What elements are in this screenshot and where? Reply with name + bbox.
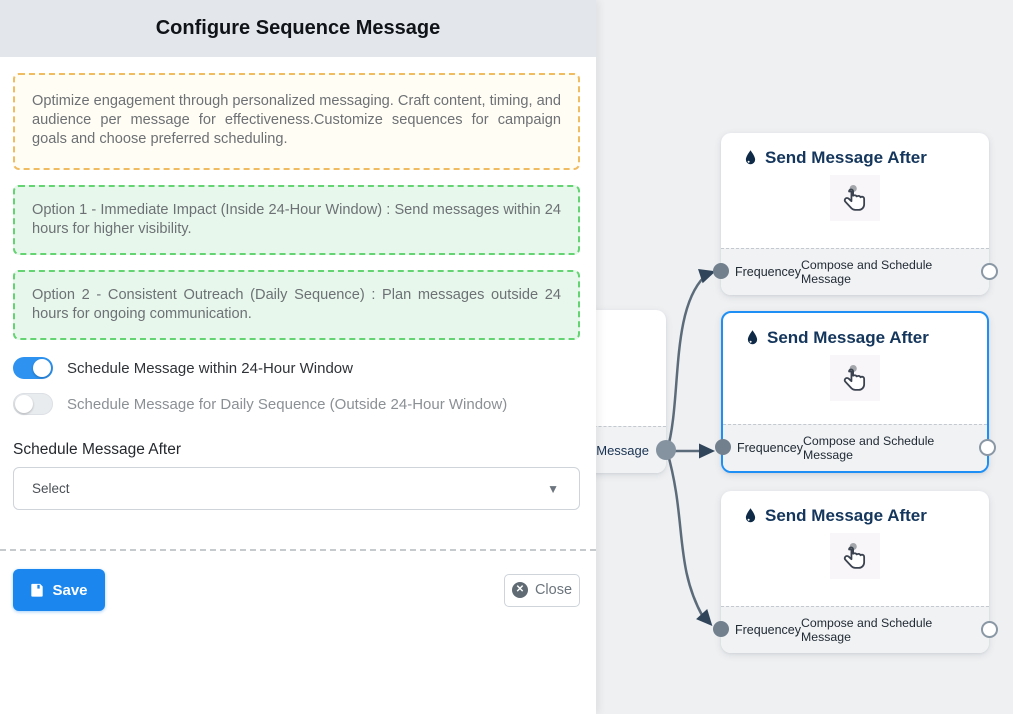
node-title-row: Send Message After: [723, 313, 987, 348]
node-output-handle[interactable]: [979, 439, 996, 456]
node-title-row: Send Message After: [721, 491, 989, 526]
edge-to-node-3: [665, 450, 705, 618]
toggle-daily-sequence-label: Schedule Message for Daily Sequence (Out…: [67, 395, 508, 413]
frequency-action[interactable]: Frequencey: [737, 441, 804, 455]
drop-icon: [745, 329, 760, 347]
caret-down-icon: ▼: [547, 481, 559, 496]
panel-title: Configure Sequence Message: [155, 17, 441, 39]
frequency-action[interactable]: Frequencey: [735, 265, 802, 279]
drop-icon: [743, 507, 758, 525]
toggle-within-24h[interactable]: [13, 357, 53, 379]
toggle-knob: [15, 395, 33, 413]
info-box-intro: Optimize engagement through personalized…: [13, 73, 580, 170]
schedule-after-select[interactable]: Select ▼: [13, 467, 580, 510]
toggle-daily-sequence[interactable]: [13, 393, 53, 415]
panel-header: Configure Sequence Message: [0, 0, 596, 57]
node-footer: Frequencey Compose and Schedule Message: [721, 248, 998, 295]
close-button[interactable]: ✕ Close: [504, 573, 580, 607]
node-input-handle[interactable]: [715, 439, 731, 455]
arrowhead-node-2: [699, 443, 715, 459]
save-button-label: Save: [52, 581, 88, 599]
compose-schedule-action[interactable]: Compose and Schedule Message: [801, 258, 933, 286]
node-output-handle[interactable]: [981, 263, 998, 280]
panel-body: Optimize engagement through personalized…: [0, 73, 596, 611]
node-title: Send Message After: [767, 328, 929, 347]
node-output-handle[interactable]: [981, 621, 998, 638]
arrowhead-node-1: [698, 269, 716, 284]
send-message-after-node-1[interactable]: Send Message After Frequencey Compose an…: [713, 133, 998, 295]
node-footer: Frequencey Compose and Schedule Message: [721, 606, 998, 653]
select-value: Select: [32, 481, 70, 496]
drop-icon: [743, 149, 758, 167]
toggle-within-24h-label: Schedule Message within 24-Hour Window: [67, 359, 353, 377]
send-message-after-node-2-selected[interactable]: Send Message After Frequencey Compose an…: [715, 311, 996, 473]
arrowhead-node-3: [696, 609, 713, 626]
save-button[interactable]: Save: [13, 569, 105, 611]
toggle-row-daily-sequence: Schedule Message for Daily Sequence (Out…: [13, 393, 580, 415]
toggle-knob: [33, 359, 51, 377]
close-icon: ✕: [511, 582, 528, 598]
toggle-row-within-24h: Schedule Message within 24-Hour Window: [13, 357, 580, 379]
node-input-handle[interactable]: [713, 621, 729, 637]
node-input-handle[interactable]: [713, 263, 729, 279]
hand-pointer-icon[interactable]: [830, 533, 880, 579]
compose-schedule-action[interactable]: Compose and Schedule Message: [801, 616, 933, 644]
configure-panel: Configure Sequence Message Optimize enga…: [0, 0, 596, 714]
source-node-label: ce Message: [578, 443, 649, 458]
send-message-after-node-3[interactable]: Send Message After Frequencey Compose an…: [713, 491, 998, 653]
hand-pointer-icon[interactable]: [830, 175, 880, 221]
node-footer: Frequencey Compose and Schedule Message: [723, 424, 996, 471]
save-icon: [31, 583, 44, 597]
compose-schedule-action[interactable]: Compose and Schedule Message: [803, 434, 935, 462]
info-box-option2: Option 2 - Consistent Outreach (Daily Se…: [13, 270, 580, 340]
node-title: Send Message After: [765, 506, 927, 525]
edge-to-node-1: [665, 276, 705, 452]
hand-pointer-icon[interactable]: [830, 355, 880, 401]
source-output-handle[interactable]: [656, 440, 676, 460]
schedule-after-label: Schedule Message After: [13, 441, 182, 458]
footer-divider: [0, 549, 596, 551]
button-row: Save ✕ Close: [13, 569, 580, 611]
node-title: Send Message After: [765, 148, 927, 167]
close-button-label: Close: [534, 582, 573, 598]
frequency-action[interactable]: Frequencey: [735, 623, 802, 637]
node-title-row: Send Message After: [721, 133, 989, 168]
info-box-option1: Option 1 - Immediate Impact (Inside 24-H…: [13, 185, 580, 255]
